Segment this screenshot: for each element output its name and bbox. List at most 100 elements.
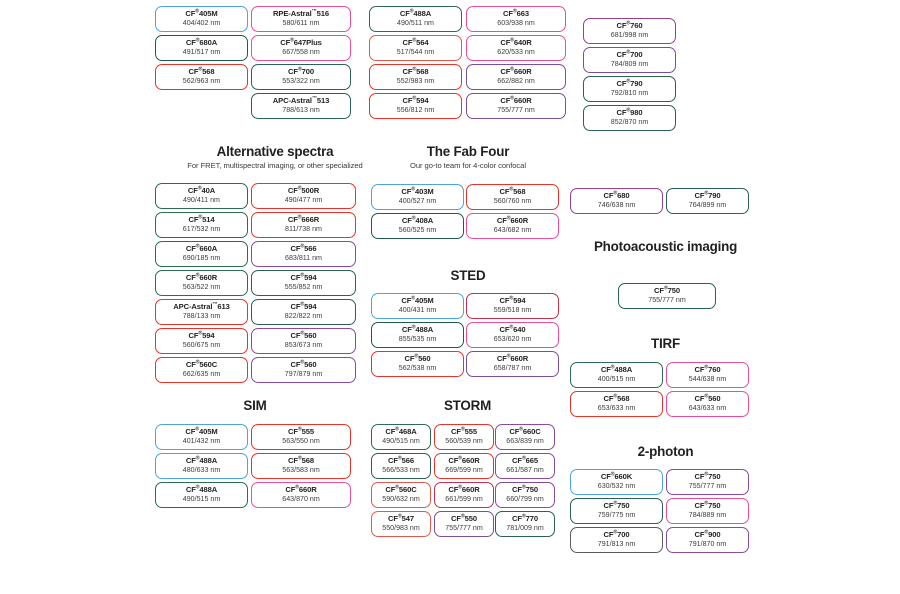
trademark-symbol: ® (613, 190, 618, 196)
trademark-symbol: ™ (212, 301, 218, 307)
trademark-symbol: ® (626, 20, 631, 26)
dye-name: CF®660C (509, 426, 541, 436)
dye-name: CF®594 (290, 272, 317, 282)
trademark-symbol: ® (458, 484, 462, 490)
dye-ex-em: 852/870 nm (610, 117, 649, 126)
dye-name: CF®405M (185, 426, 218, 436)
dye-name: CF®594 (188, 330, 215, 340)
dye-ex-em: 791/813 nm (597, 539, 636, 548)
dye-name: CF®700 (603, 529, 630, 539)
dye-ex-em: 781/009 nm (506, 523, 544, 532)
trademark-symbol: ® (704, 190, 709, 196)
dye-name: CF®566 (290, 243, 317, 253)
trademark-symbol: ® (397, 513, 402, 519)
dye-name: CF®560C (185, 359, 218, 369)
dye-ex-em: 661/587 nm (506, 465, 544, 474)
trademark-symbol: ® (411, 295, 415, 301)
section-subtitle-fab-four: Our go-to team for 4-color confocal (409, 161, 526, 170)
trademark-symbol: ® (506, 353, 511, 359)
dye-ex-em: 490/411 nm (183, 195, 220, 204)
dye-name: CF®666R (287, 214, 320, 224)
trademark-symbol: ® (512, 8, 517, 14)
dye-ex-em: 559/518 nm (493, 305, 532, 314)
dye-name: CF®564 (402, 37, 429, 47)
dye-name: CF®980 (616, 107, 643, 117)
